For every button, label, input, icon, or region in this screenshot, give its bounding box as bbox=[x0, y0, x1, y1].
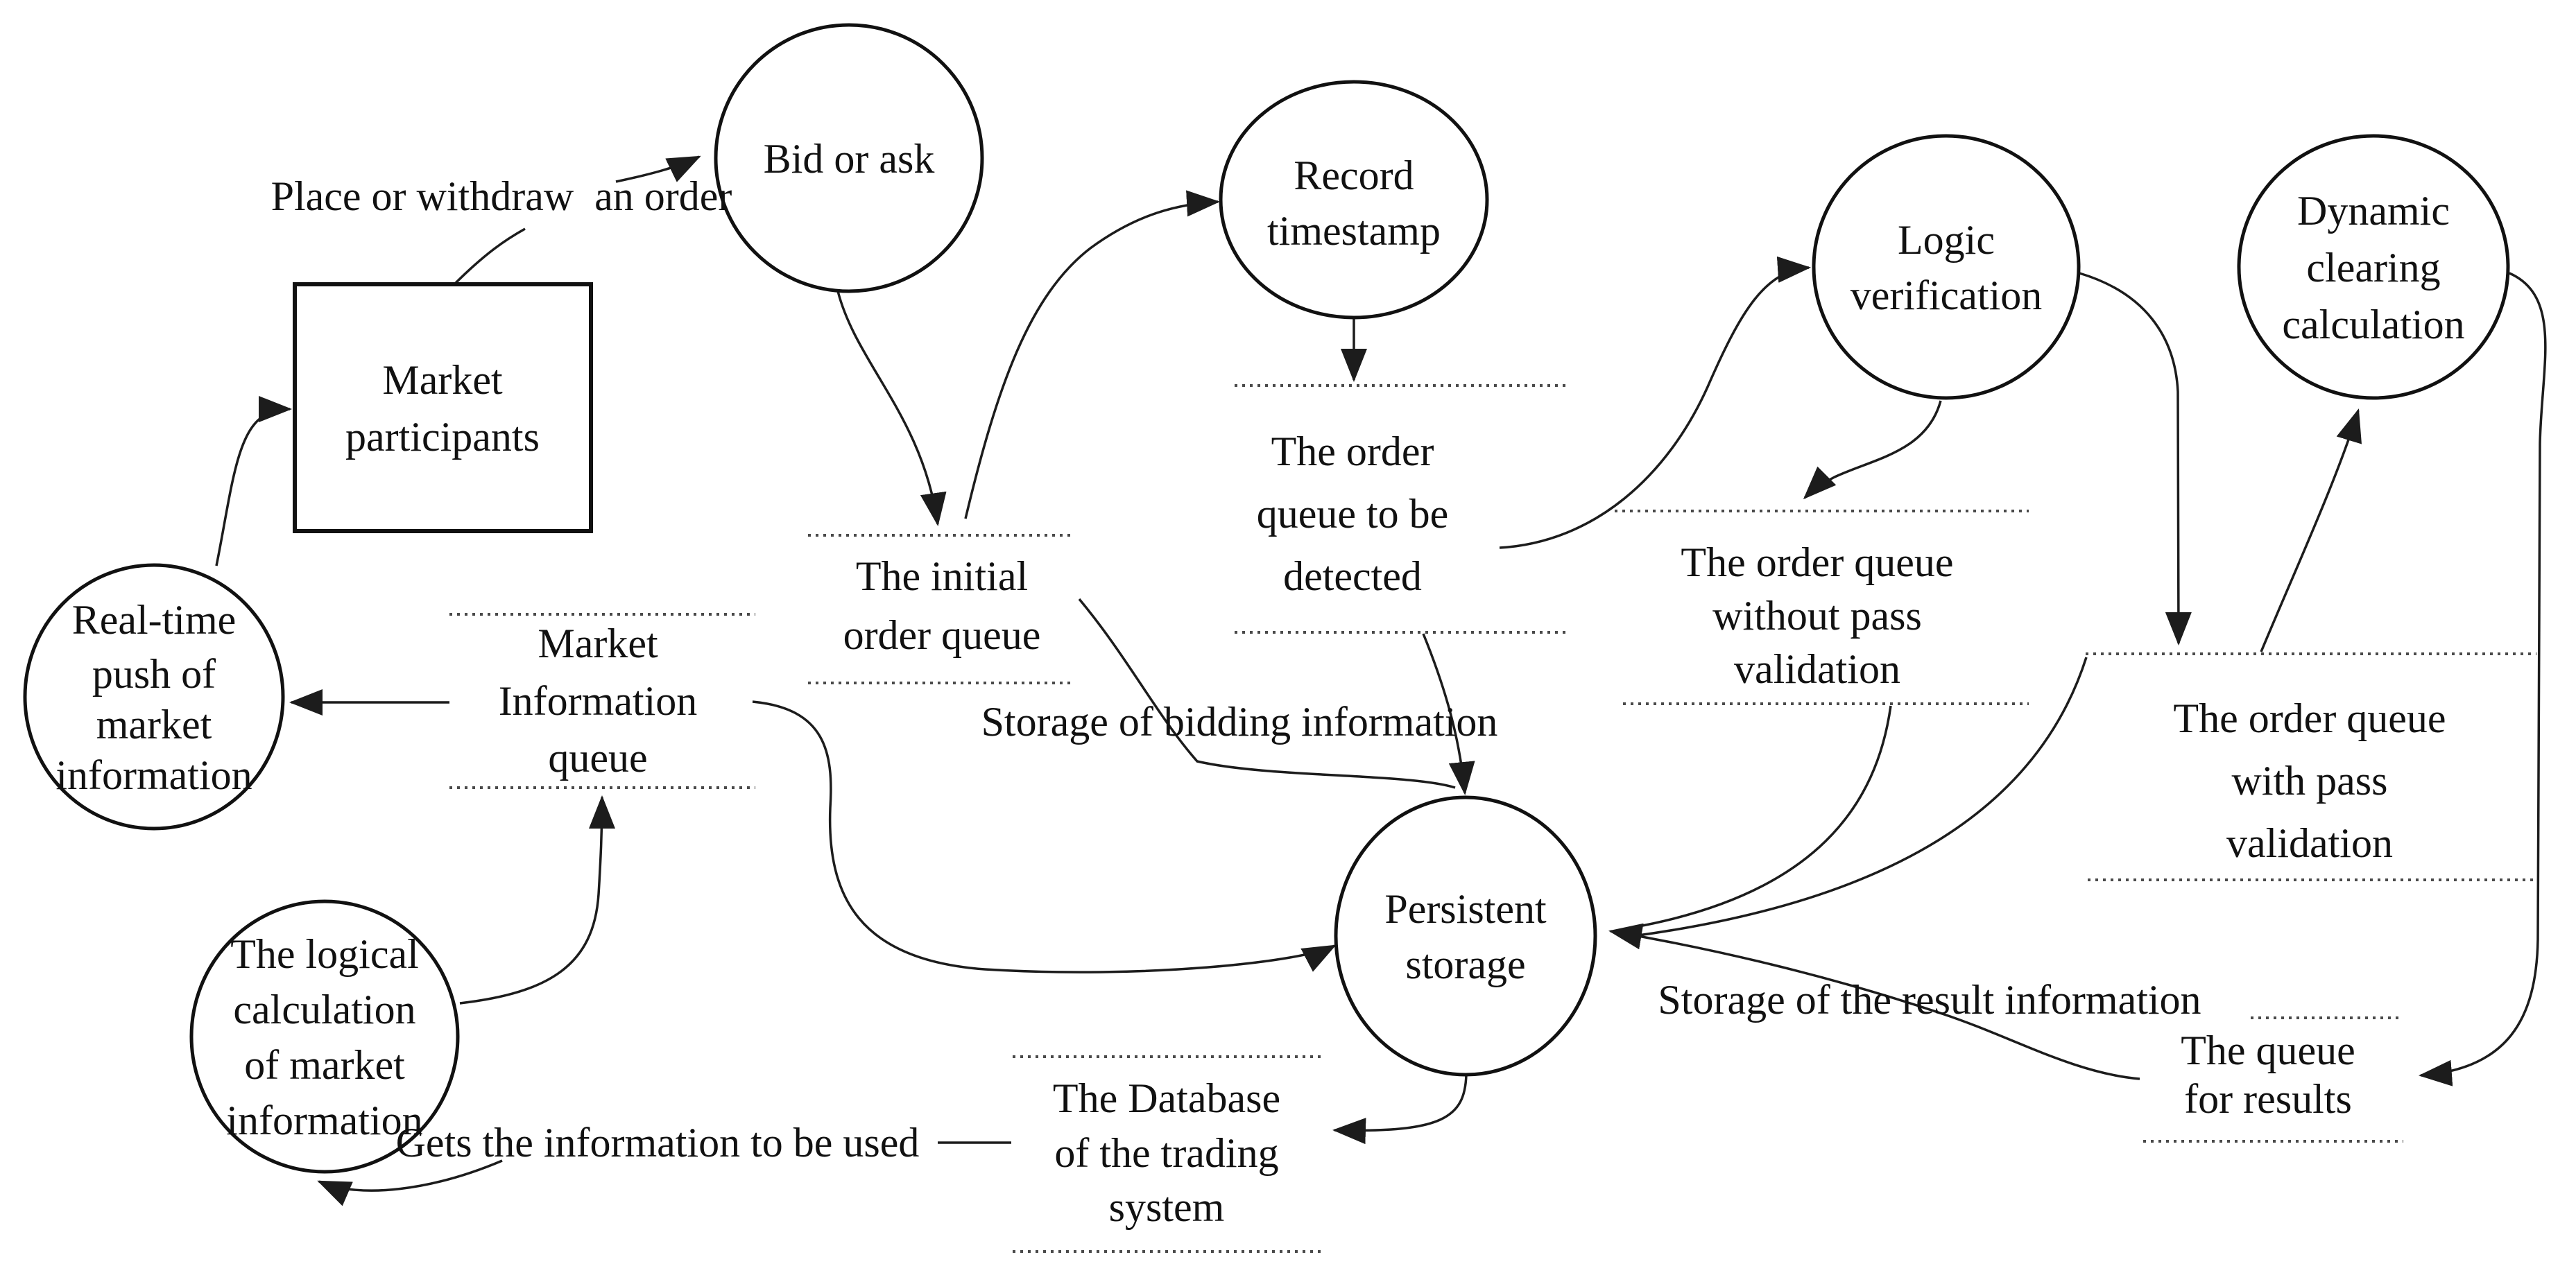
store-order-queue-with-pass-validation: The order queue with pass validation bbox=[2086, 652, 2536, 881]
process-bid-or-ask: Bid or ask bbox=[714, 23, 984, 293]
process-persistent-storage-circle bbox=[1334, 795, 1597, 1077]
flow-order-queue-to-be-detected-to-logic-verification bbox=[1499, 256, 1811, 549]
entity-market-participants: Market participants bbox=[293, 282, 593, 533]
process-logical-calculation-label-line-0: The logical bbox=[230, 931, 419, 977]
store-order-queue-to-be-detected: The order queue to be detected bbox=[1235, 384, 1568, 634]
store-queue-for-results: The queue for results bbox=[2143, 1016, 2403, 1143]
store-database-label-line-1: of the trading bbox=[1054, 1130, 1278, 1176]
process-logical-calculation: The logical calculation of market inform… bbox=[189, 899, 460, 1174]
store-order-queue-without-pass-label-line-2: validation bbox=[1734, 646, 1900, 692]
flow-labels: Place or withdraw an order Storage of bi… bbox=[271, 173, 2201, 1166]
store-database-label-line-0: The Database bbox=[1053, 1075, 1280, 1121]
flow-persistent-storage-to-database bbox=[1332, 1074, 1468, 1145]
process-record-timestamp: Record timestamp bbox=[1219, 80, 1489, 320]
flow-order-queue-without-pass-to-persistent-storage bbox=[1631, 705, 1892, 929]
process-record-timestamp-label-line-1: timestamp bbox=[1267, 208, 1441, 254]
flow-label-storage-of-the-result-information: Storage of the result information bbox=[1658, 977, 2201, 1023]
store-initial-order-queue-label-line-0: The initial bbox=[856, 553, 1028, 599]
process-logic-verification-label-line-0: Logic bbox=[1898, 217, 1995, 263]
process-real-time-push: Real-time push of market information bbox=[23, 563, 285, 831]
process-persistent-storage-label-line-0: Persistent bbox=[1384, 886, 1547, 932]
process-logic-verification-label-line-1: verification bbox=[1851, 272, 2043, 318]
process-logic-verification-circle bbox=[1812, 134, 2081, 400]
flow-market-participants-to-bid-or-ask bbox=[615, 155, 701, 183]
flow-label-gets-the-information-to-be-used: Gets the information to be used bbox=[396, 1120, 920, 1166]
store-queue-for-results-label-line-1: for results bbox=[2184, 1076, 2352, 1122]
store-initial-order-queue: The initial order queue bbox=[808, 534, 1075, 684]
flow-label-place-or-withdraw-an-order: Place or withdraw an order bbox=[271, 173, 732, 219]
process-dynamic-clearing-calculation-label-line-0: Dynamic bbox=[2297, 188, 2450, 234]
store-order-queue-without-pass-label-line-1: without pass bbox=[1712, 593, 1922, 639]
flow-logical-calculation-to-market-information-queue bbox=[459, 795, 615, 1005]
flow-real-time-push-to-market-participants bbox=[215, 396, 292, 566]
store-order-queue-with-pass-label-line-1: with pass bbox=[2232, 758, 2388, 804]
process-dynamic-clearing-calculation-circle bbox=[2237, 134, 2510, 400]
process-logic-verification: Logic verification bbox=[1812, 134, 2081, 400]
store-order-queue-to-be-detected-label-line-0: The order bbox=[1271, 428, 1434, 474]
flow-order-queue-to-be-detected-to-persistent-storage bbox=[1422, 633, 1475, 795]
process-logical-calculation-label-line-1: calculation bbox=[233, 987, 415, 1032]
flow-label-storage-of-bidding-information: Storage of bidding information bbox=[981, 699, 1498, 745]
store-order-queue-without-pass-label-line-0: The order queue bbox=[1681, 539, 1953, 585]
process-logical-calculation-circle bbox=[189, 899, 460, 1174]
process-real-time-push-label-line-1: push of bbox=[92, 651, 216, 697]
store-queue-for-results-label-line-0: The queue bbox=[2181, 1028, 2355, 1073]
store-initial-order-queue-label-line-1: order queue bbox=[843, 612, 1041, 658]
flow-logic-verification-to-order-queue-without-pass bbox=[1803, 400, 1942, 500]
store-market-information-queue-label-line-0: Market bbox=[538, 621, 658, 666]
process-persistent-storage-label-line-1: storage bbox=[1405, 942, 1525, 987]
entity-market-participants-label-line-1: participants bbox=[345, 414, 540, 460]
process-logical-calculation-label-line-3: information bbox=[226, 1098, 422, 1143]
process-dynamic-clearing-calculation: Dynamic clearing calculation bbox=[2237, 134, 2510, 400]
store-market-information-queue-label-line-1: Information bbox=[499, 678, 698, 724]
flow-logic-verification-to-order-queue-with-pass bbox=[2079, 272, 2192, 646]
process-real-time-push-label-line-0: Real-time bbox=[72, 597, 237, 643]
store-database-of-trading-system: The Database of the trading system bbox=[1013, 1055, 1321, 1253]
store-order-queue-to-be-detected-label-line-2: detected bbox=[1283, 553, 1422, 599]
process-dynamic-clearing-calculation-label-line-1: clearing bbox=[2306, 245, 2440, 291]
process-persistent-storage: Persistent storage bbox=[1334, 795, 1597, 1077]
flow-initial-order-queue-to-persistent-storage bbox=[1078, 598, 1456, 789]
process-logical-calculation-label-line-2: of market bbox=[244, 1042, 405, 1088]
flow-dynamic-clearing-to-queue-for-results bbox=[2419, 272, 2547, 1086]
process-bid-or-ask-label: Bid or ask bbox=[764, 136, 935, 182]
flow-bid-or-ask-to-initial-order-queue bbox=[836, 291, 947, 526]
flow-order-queue-with-pass-to-persistent-storage bbox=[1633, 657, 2088, 937]
store-database-label-line-2: system bbox=[1109, 1184, 1225, 1230]
process-real-time-push-label-line-3: information bbox=[55, 752, 252, 798]
process-bid-or-ask-circle bbox=[714, 23, 984, 293]
process-real-time-push-circle bbox=[23, 563, 285, 831]
flow-initial-order-queue-to-record-timestamp bbox=[964, 190, 1220, 519]
store-market-information-queue-label-line-2: queue bbox=[548, 735, 647, 781]
store-order-queue-to-be-detected-label-line-1: queue to be bbox=[1257, 491, 1449, 537]
flow-lines bbox=[215, 155, 2547, 1206]
flow-order-queue-with-pass-to-dynamic-clearing bbox=[2260, 408, 2362, 652]
flow-database-to-logical-calculation bbox=[317, 1159, 503, 1206]
process-record-timestamp-label-line-0: Record bbox=[1294, 153, 1414, 198]
flow-queue-for-results-to-persistent-storage bbox=[1608, 923, 2140, 1080]
flow-market-participants-to-bid-or-ask-stem bbox=[453, 227, 526, 286]
process-real-time-push-label-line-2: market bbox=[96, 702, 212, 747]
process-record-timestamp-circle bbox=[1219, 80, 1489, 320]
entity-market-participants-label-line-0: Market bbox=[382, 357, 503, 403]
store-order-queue-with-pass-label-line-0: The order queue bbox=[2173, 695, 2446, 741]
store-order-queue-without-pass-validation: The order queue without pass validation bbox=[1615, 510, 2029, 705]
flow-market-information-queue-to-persistent-storage bbox=[752, 700, 1337, 973]
store-order-queue-with-pass-label-line-2: validation bbox=[2226, 820, 2393, 866]
store-market-information-queue: Market Information queue bbox=[449, 613, 755, 789]
process-dynamic-clearing-calculation-label-line-2: calculation bbox=[2282, 302, 2464, 347]
entity-market-participants-box bbox=[293, 282, 593, 533]
